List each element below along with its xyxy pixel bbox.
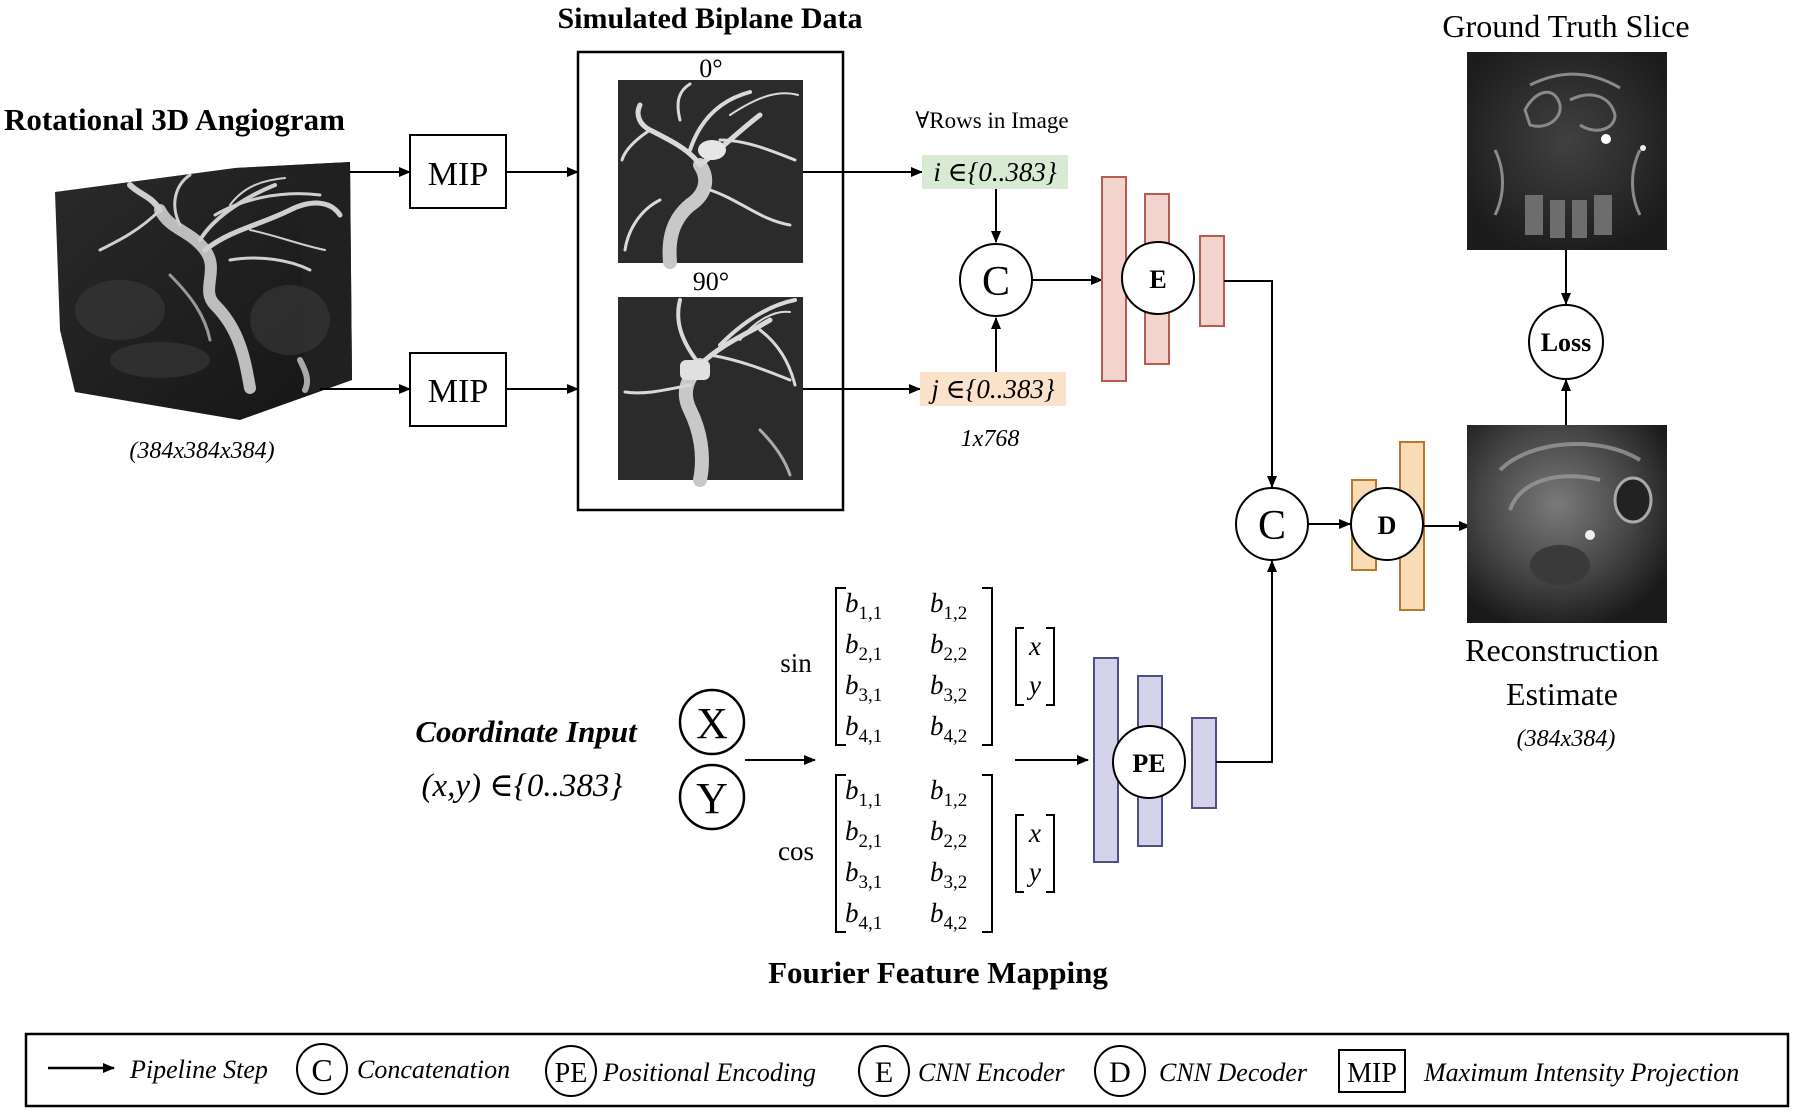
legend-encoder-symbol: E [875, 1056, 893, 1089]
legend-concat-symbol: C [311, 1052, 332, 1088]
legend-pipeline-label: Pipeline Step [129, 1055, 268, 1084]
cos-matrix: b1,1 b1,2 b2,1 b2,2 b3,1 b3,2 b4,1 b4,2 … [845, 775, 1041, 934]
x-input-label: X [696, 699, 728, 748]
angle-90-label: 90° [693, 267, 729, 296]
coordinate-range-label: (x,y) ∈{0..383} [421, 768, 622, 804]
projection-90-image [618, 297, 803, 487]
reconstruction-dims-label: (384x384) [1517, 726, 1616, 752]
row-j-highlight [920, 372, 1066, 406]
x-input-node [678, 688, 746, 756]
legend-mip-symbol: MIP [1347, 1058, 1397, 1089]
concat-node-bottom-label: C [1258, 503, 1286, 549]
concat-node-top-label: C [982, 259, 1010, 305]
cnn-encoder [1101, 176, 1225, 382]
arrow-pe-to-concat2 [1216, 560, 1277, 763]
reconstruction-estimate-image [1467, 425, 1667, 623]
legend-encoder-icon [858, 1045, 910, 1097]
sin-b22: b2,2 [930, 629, 967, 665]
cos-label: cos [778, 836, 814, 866]
mip-label-top: MIP [428, 156, 488, 193]
legend-pe-symbol: PE [555, 1058, 588, 1089]
sin-b11: b1,1 [845, 588, 882, 624]
fourier-title: Fourier Feature Mapping [768, 955, 1108, 990]
row-j-label: j ∈{0..383} [928, 374, 1055, 404]
sin-b31: b3,1 [845, 670, 882, 706]
row-i-label: i ∈{0..383} [933, 157, 1057, 187]
mip-label-bottom: MIP [428, 373, 488, 410]
legend-decoder-icon [1094, 1045, 1146, 1097]
arrow-encoder-to-concat2 [1224, 280, 1277, 488]
cos-b21: b2,1 [845, 816, 882, 852]
legend-pe-label: Positional Encoding [602, 1058, 816, 1087]
cos-matrix-brackets [835, 774, 1055, 933]
cos-b12: b1,2 [930, 775, 967, 811]
angle-0-label: 0° [699, 54, 722, 83]
angiogram-title: Rotational 3D Angiogram [4, 102, 345, 137]
legend-encoder-label: CNN Encoder [918, 1058, 1065, 1087]
projection-0-image [618, 80, 803, 269]
sin-b32: b3,2 [930, 670, 967, 706]
pe-label: PE [1132, 749, 1165, 778]
angiogram-volume-image [55, 162, 352, 420]
cos-b32: b3,2 [930, 857, 967, 893]
sin-b42: b4,2 [930, 711, 967, 747]
cnn-decoder [1350, 441, 1425, 611]
cos-b41: b4,1 [845, 898, 882, 934]
sin-b21: b2,1 [845, 629, 882, 665]
sin-matrix: b1,1 b1,2 b2,1 b2,2 b3,1 b3,2 b4,1 b4,2 … [845, 588, 1041, 747]
sin-vec-y: y [1026, 670, 1041, 700]
cos-b31: b3,1 [845, 857, 882, 893]
volume-dims-label: (384x384x384) [129, 438, 274, 464]
y-input-label: Y [696, 774, 728, 823]
row-i-highlight [922, 155, 1068, 189]
sin-label: sin [780, 648, 812, 678]
sin-vec-x: x [1028, 631, 1041, 661]
vector-size-label: 1x768 [961, 426, 1020, 452]
decoder-label: D [1378, 511, 1397, 540]
cos-vec-x: x [1028, 818, 1041, 848]
legend-decoder-label: CNN Decoder [1159, 1058, 1308, 1087]
reconstruction-title-line2: Estimate [1506, 676, 1618, 712]
y-input-node [678, 763, 746, 831]
cos-b11: b1,1 [845, 775, 882, 811]
loss-label: Loss [1541, 328, 1592, 357]
ground-truth-title: Ground Truth Slice [1442, 8, 1689, 44]
rows-in-image-label: ∀Rows in Image [915, 108, 1068, 133]
legend-pe-icon [545, 1045, 597, 1097]
legend-mip-icon [1338, 1049, 1406, 1093]
reconstruction-title-line1: Reconstruction [1465, 632, 1659, 668]
coordinate-input-title: Coordinate Input [415, 714, 638, 749]
legend-decoder-symbol: D [1109, 1056, 1131, 1089]
positional-encoding-block [1093, 657, 1217, 863]
legend-concat-label: Concatenation [357, 1055, 510, 1084]
biplane-title: Simulated Biplane Data [557, 2, 862, 35]
sin-matrix-brackets [835, 587, 1055, 746]
encoder-label: E [1149, 265, 1166, 294]
cos-b22: b2,2 [930, 816, 967, 852]
legend-concat-icon [296, 1043, 348, 1095]
cos-vec-y: y [1026, 857, 1041, 887]
cos-b42: b4,2 [930, 898, 967, 934]
sin-b41: b4,1 [845, 711, 882, 747]
sin-b12: b1,2 [930, 588, 967, 624]
ground-truth-slice-image [1467, 52, 1667, 250]
legend-mip-label: Maximum Intensity Projection [1423, 1058, 1739, 1087]
